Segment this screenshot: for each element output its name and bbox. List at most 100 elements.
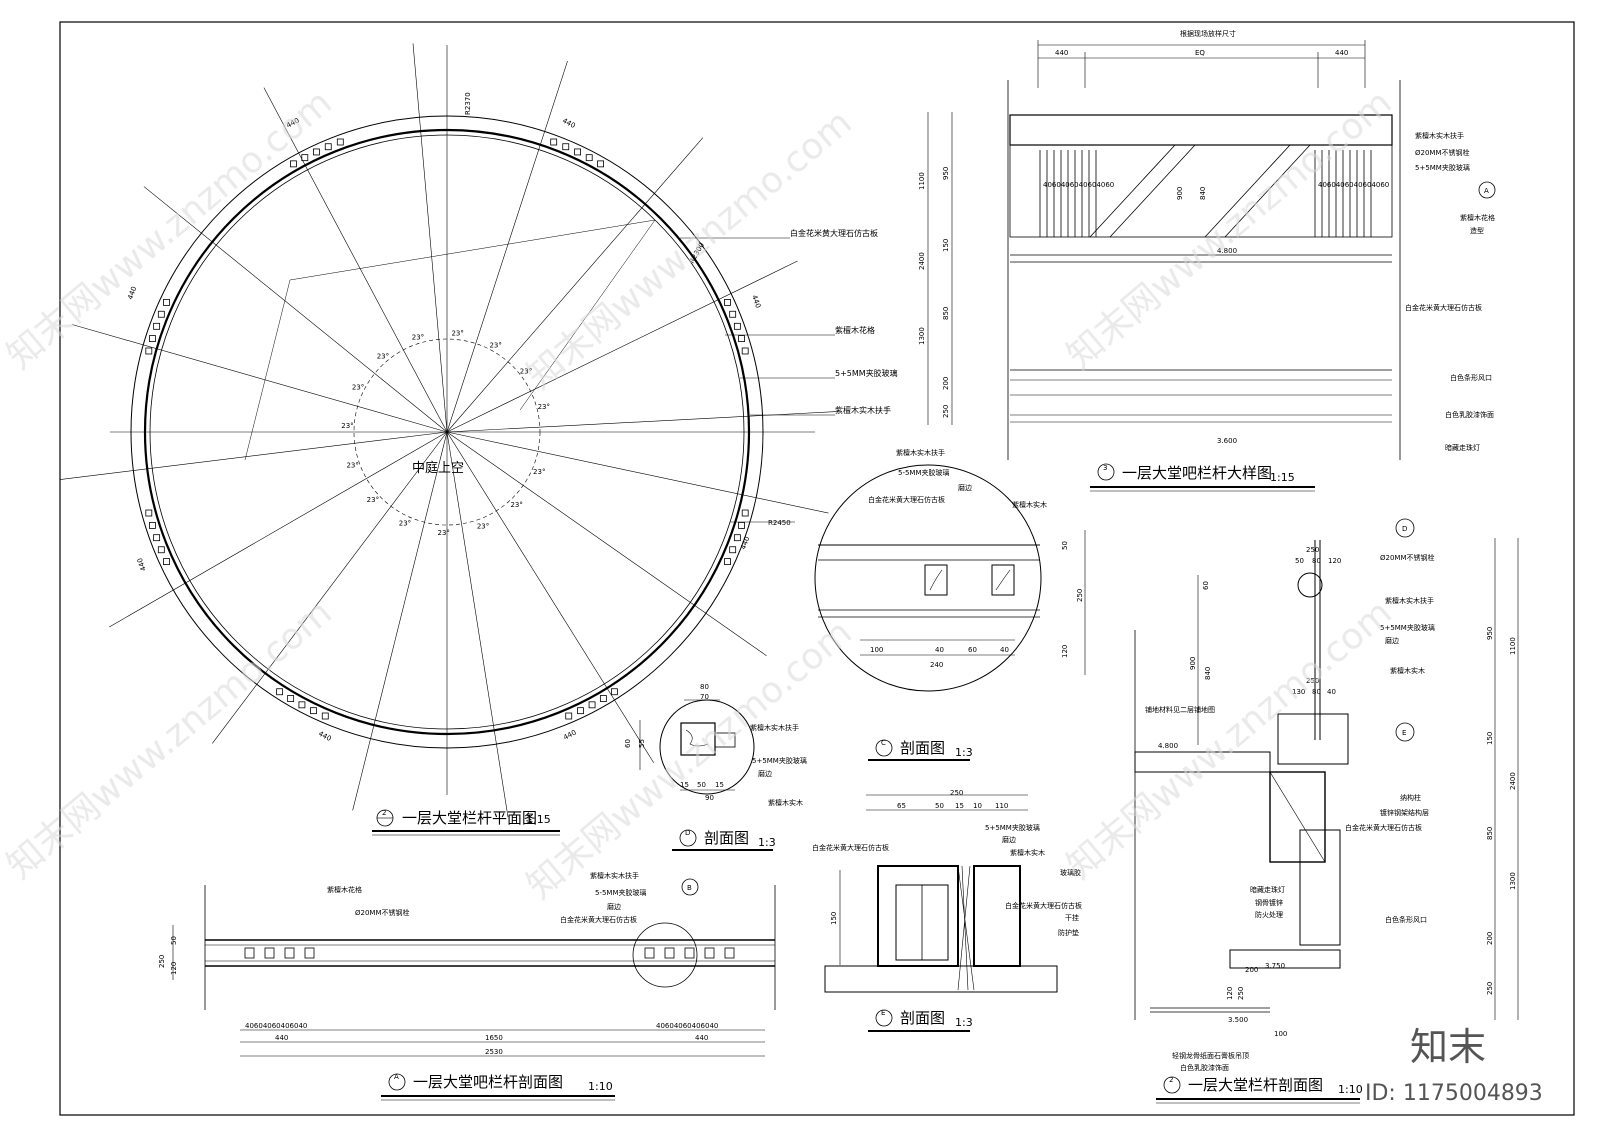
watermark: 知末网www.znzmo.com — [0, 592, 340, 887]
d-dim: 50 — [697, 781, 706, 789]
a-mark: A — [394, 1073, 399, 1081]
rs-callout: 白色条形风口 — [1385, 915, 1427, 924]
baluster — [145, 347, 153, 355]
rs-dim-bottom: 120 — [1226, 987, 1234, 1000]
rs-dim-right: 250 — [1486, 982, 1494, 995]
rs-dim-right: 150 — [1486, 732, 1494, 745]
d-dim: 60 — [624, 739, 632, 748]
a-scale: 1:10 — [588, 1080, 613, 1093]
radial-line — [263, 87, 448, 433]
d-dim: 90 — [705, 794, 714, 802]
angle-label: 23° — [399, 520, 411, 528]
plan-mark: 2 — [382, 809, 386, 817]
radial-line — [446, 60, 568, 433]
title-marker — [875, 739, 893, 757]
section-a-detail — [172, 885, 776, 1057]
radial-line — [446, 431, 767, 656]
watermark: 知末网www.znzmo.com — [1059, 82, 1399, 377]
c-dim-right: 250 — [1076, 589, 1084, 602]
e-mark: E — [881, 1009, 885, 1017]
angle-label: 23° — [341, 422, 353, 430]
baluster — [310, 707, 317, 715]
bar-scale: 1:15 — [1270, 471, 1295, 484]
glass-panel — [1009, 144, 1393, 238]
rs-dim-right: 1300 — [1509, 872, 1517, 890]
angle-label: 23° — [346, 462, 358, 470]
rs-dim-bottom: 100 — [1274, 1030, 1287, 1038]
c-callout: 磨边 — [958, 483, 972, 492]
angle-label: 23° — [510, 501, 522, 509]
bar-detail-labels: 根据现场放样尺寸 440 EQ 440 4060406040604060 406… — [918, 29, 1496, 492]
baluster — [729, 546, 737, 554]
bar-top-label: 根据现场放样尺寸 — [1180, 29, 1236, 38]
baluster — [149, 522, 156, 529]
c-callout: 5-5MM夹胶玻璃 — [898, 468, 950, 477]
e-callout: 玻璃胶 — [1060, 868, 1081, 877]
title-marker — [1097, 463, 1115, 481]
angle-label: 23° — [367, 496, 379, 504]
a-callout: 5-5MM夹胶玻璃 — [595, 888, 647, 897]
angle-label: 23° — [538, 403, 550, 411]
dim-r2450: R2450 — [768, 519, 791, 527]
e-callout: 5+5MM夹胶玻璃 — [985, 823, 1040, 832]
rs-dim-right: 850 — [1486, 827, 1494, 840]
a-callout: 紫檀木实木扶手 — [590, 871, 639, 880]
glass-slot — [714, 732, 736, 748]
c-dim: 40 — [935, 646, 944, 654]
rs-callout: Ø20MM不锈钢栓 — [1380, 553, 1435, 562]
e-callout: 紫檀木实木 — [1010, 848, 1045, 857]
rs-dim: 250 — [1306, 546, 1319, 554]
rs-callout: 紫檀木实木扶手 — [1385, 596, 1434, 605]
baluster-groups — [145, 138, 749, 720]
rs-level: 3.500 — [1228, 1016, 1248, 1024]
baluster — [157, 546, 165, 554]
bar-spacing: 4060406040604060 — [1043, 181, 1114, 189]
bar-callout: 白色乳胶漆饰面 — [1445, 410, 1494, 419]
rs-dim-bottom: 250 — [1237, 987, 1245, 1000]
section-a-labels: 紫檀木花格 Ø20MM不锈钢栓 紫檀木实木扶手 5-5MM夹胶玻璃 磨边 白金花… — [158, 871, 718, 1101]
bar-dim-left: 250 — [942, 405, 950, 418]
dim-440: 440 — [136, 557, 148, 572]
lattice-block — [284, 947, 295, 959]
section-ref-d — [1395, 518, 1415, 538]
angle-label: 23° — [412, 333, 424, 341]
section-ref-a — [1478, 181, 1496, 199]
rs-callout: 铺地材料见二层铺地图 — [1145, 705, 1215, 714]
radial-line — [446, 260, 798, 433]
dim-440: 440 — [562, 728, 578, 741]
e-title: 剖面图 — [900, 1009, 945, 1027]
a-callout: 紫檀木花格 — [327, 885, 362, 894]
bar-callout: 造型 — [1470, 226, 1484, 235]
angle-label: 23° — [533, 468, 545, 476]
a-title: 一层大堂吧栏杆剖面图 — [413, 1073, 563, 1091]
e-callout: 磨边 — [1002, 835, 1016, 844]
marble-block-left — [877, 865, 959, 967]
baluster — [149, 335, 156, 342]
railing-section-labels: D E 250 50 80 120 250 130 80 40 60 900 8… — [1145, 518, 1517, 1104]
radial-line — [212, 431, 448, 744]
c-callout: 白金花米黄大理石仿古板 — [868, 495, 945, 504]
d-mark: D — [685, 829, 690, 837]
glass-hatch — [1109, 144, 1196, 238]
e-callout: 白金花米黄大理石仿古板 — [1005, 901, 1082, 910]
d-callout: 紫檀木实木 — [768, 798, 803, 807]
rs-dim: 130 — [1292, 688, 1305, 696]
callout-marble: 白金花米黄大理石仿古板 — [790, 228, 878, 238]
leader-line — [244, 279, 291, 461]
baluster — [163, 558, 170, 566]
baluster — [729, 310, 737, 318]
e-dim: 110 — [995, 802, 1008, 810]
rs-dim: 40 — [1327, 688, 1336, 696]
lattice-block — [684, 947, 695, 959]
angle-label: 23° — [451, 330, 463, 338]
radial-lines — [59, 43, 837, 818]
bar-callout: 白金花米黄大理石仿古板 — [1405, 303, 1482, 312]
radial-line — [446, 431, 654, 763]
baluster — [562, 143, 570, 151]
baluster — [157, 310, 165, 318]
section-c-labels: 紫檀木实木扶手 5-5MM夹胶玻璃 磨边 白金花米黄大理石仿古板 紫檀木实木 1… — [868, 448, 1084, 761]
bar-callout: 紫檀木实木扶手 — [1415, 131, 1464, 140]
c-dim: 40 — [1000, 646, 1009, 654]
floor-finish — [1134, 751, 1271, 773]
baluster — [313, 148, 320, 156]
